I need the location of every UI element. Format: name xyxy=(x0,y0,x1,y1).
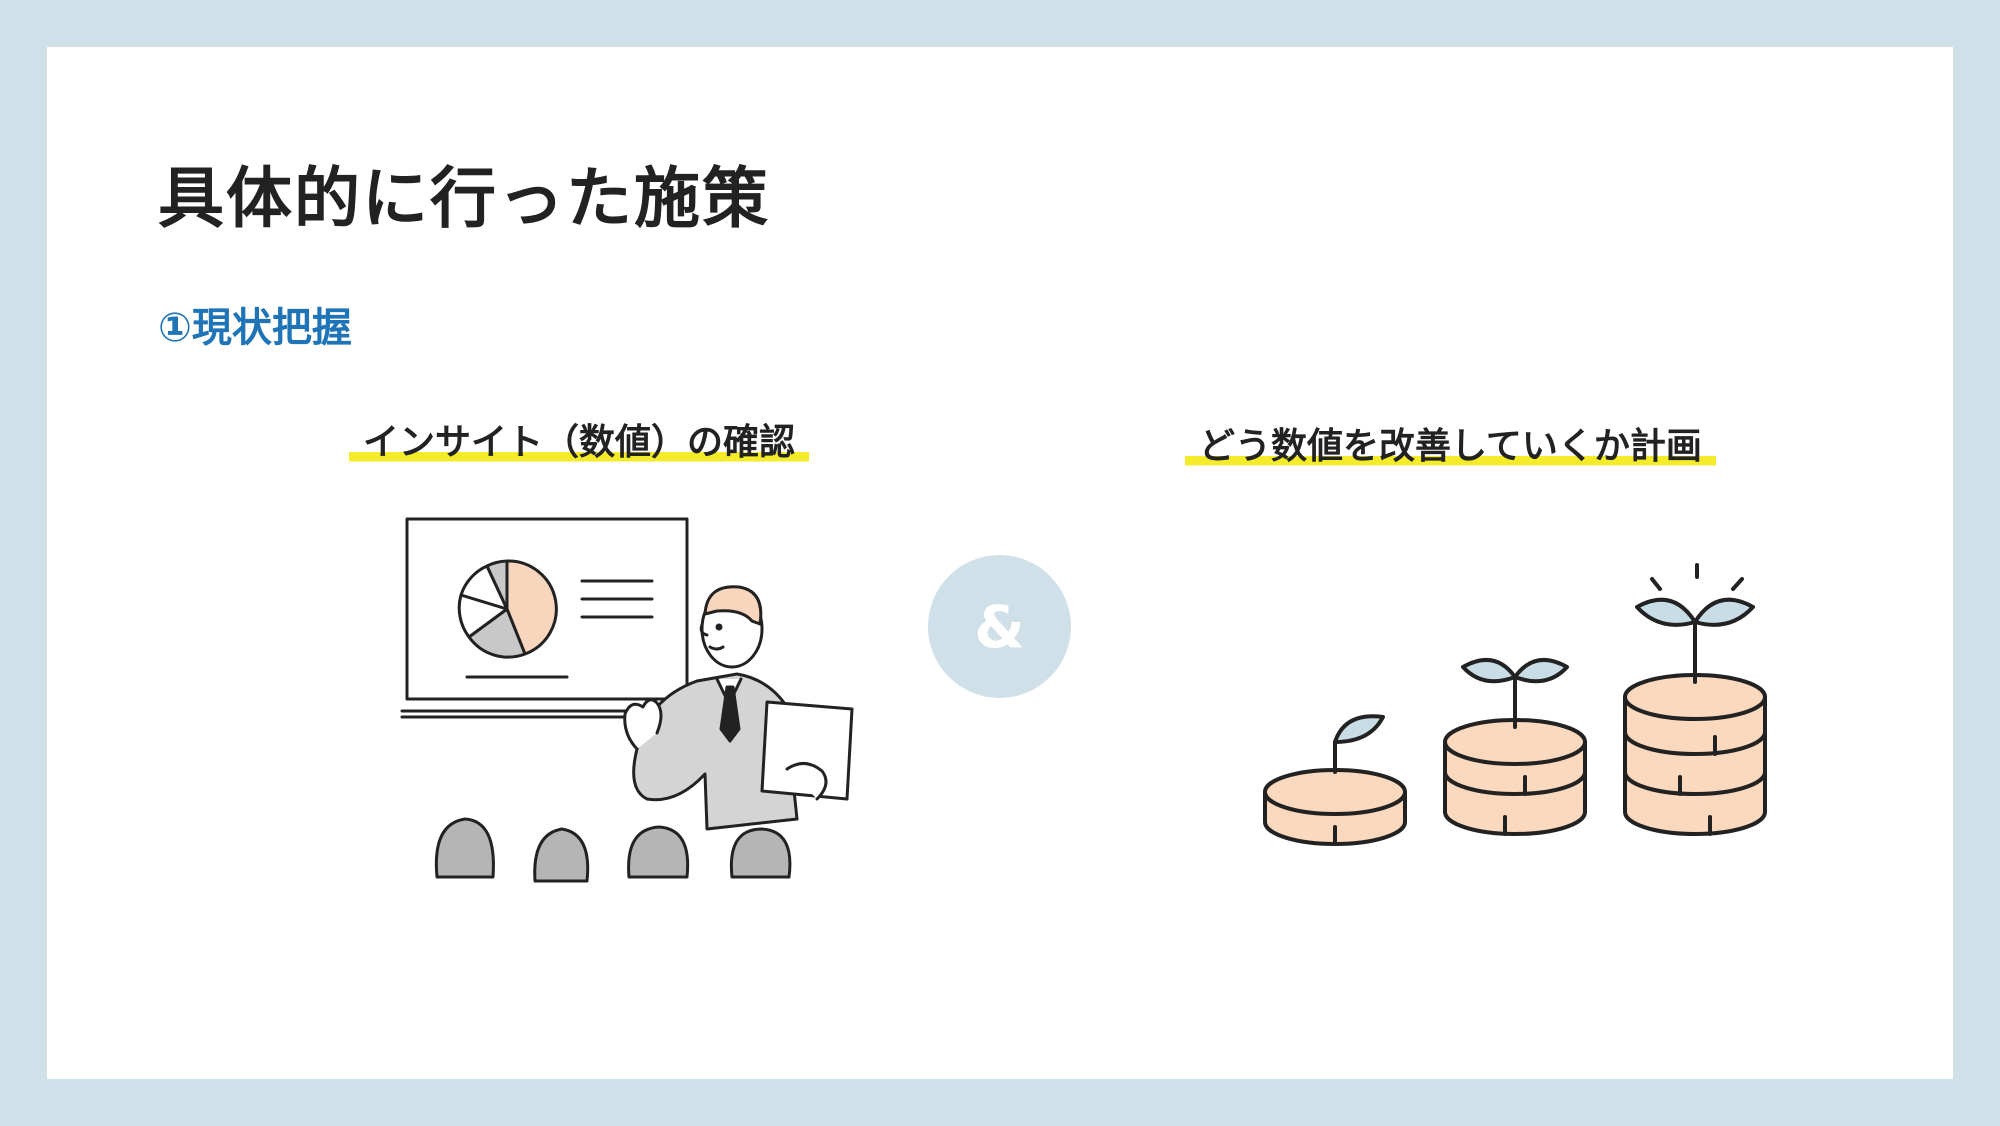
slide: 具体的に行った施策 ①現状把握 インサイト（数値）の確認 どう数値を改善していく… xyxy=(47,47,1953,1079)
plan-heading: どう数値を改善していくか計画 xyxy=(1185,417,1716,471)
presentation-illustration-icon xyxy=(400,517,854,883)
ampersand-badge: & xyxy=(928,555,1071,698)
page-title: 具体的に行った施策 xyxy=(158,160,770,237)
ampersand-text: & xyxy=(974,592,1025,661)
insight-heading: インサイト（数値）の確認 xyxy=(349,413,810,467)
growing-coins-illustration-icon xyxy=(1263,563,1767,846)
section-subtitle: ①現状把握 xyxy=(158,305,352,351)
